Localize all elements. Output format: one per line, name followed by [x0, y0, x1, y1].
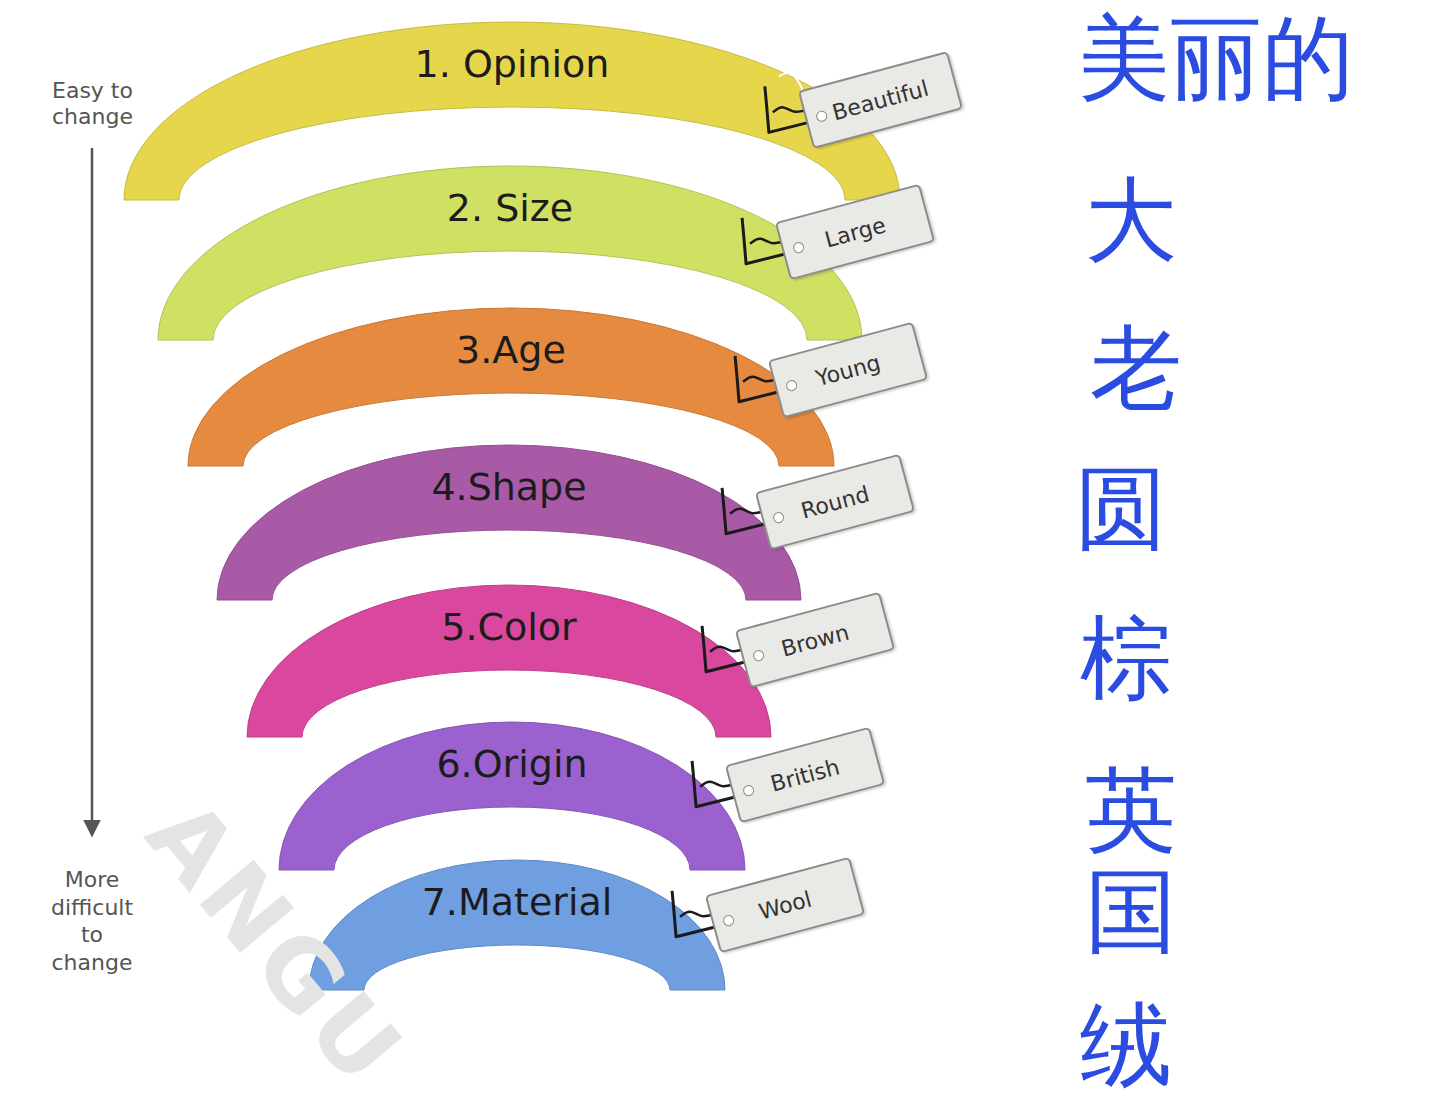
handwritten-note: 英国 — [1085, 760, 1177, 962]
scale-label: More difficult to change — [44, 866, 140, 976]
example-word: Round — [798, 481, 872, 523]
label-box: More difficult to change — [44, 866, 140, 976]
category-label: 4.Shape — [217, 465, 801, 511]
scale-label: Easy to change — [40, 78, 145, 131]
tag-hole — [772, 511, 785, 524]
string-highlight — [749, 342, 775, 365]
band-fill — [217, 445, 801, 600]
handwritten-note: 大 — [1085, 170, 1177, 271]
color-band: 6.OriginBritish — [279, 722, 745, 870]
word-tag: Round — [755, 454, 915, 551]
tag-hole — [785, 379, 798, 392]
band-fill — [188, 308, 834, 466]
example-word: Wool — [756, 886, 814, 924]
label-box: 美丽的 — [1078, 8, 1354, 109]
string-highlight — [706, 747, 732, 770]
label-box: 英国 — [1085, 760, 1177, 962]
category-label: 2. Size — [158, 186, 862, 232]
word-tag: Brown — [735, 592, 895, 689]
example-word: Brown — [778, 619, 851, 661]
handwritten-note: 老 — [1090, 318, 1182, 419]
string-highlight — [779, 73, 805, 96]
color-band: 5.ColorBrown — [247, 585, 771, 737]
label-box: 大 — [1085, 170, 1177, 271]
tag-hole — [815, 109, 828, 122]
tag-string — [743, 377, 789, 384]
handwritten-note: 棕 — [1080, 608, 1172, 709]
example-word: Young — [813, 349, 883, 390]
example-word: British — [768, 754, 842, 796]
category-label: 6.Origin — [279, 742, 745, 788]
color-band: 4.ShapeRound — [217, 445, 801, 600]
tag-string — [710, 647, 756, 654]
handwritten-note: 绒 — [1080, 995, 1172, 1096]
tag-string — [773, 107, 819, 114]
category-label: 3.Age — [188, 328, 834, 374]
label-box: 棕 — [1080, 608, 1172, 709]
tag-string — [700, 782, 746, 789]
example-word: Beautiful — [829, 75, 931, 125]
word-tag: Beautiful — [798, 51, 963, 149]
label-box: 圆 — [1075, 458, 1167, 559]
tag-hole — [752, 649, 765, 662]
string-highlight — [756, 204, 782, 227]
handwritten-note: 圆 — [1075, 458, 1167, 559]
word-tag: Large — [775, 184, 935, 281]
arrow-line — [91, 148, 94, 834]
word-tag: Wool — [705, 857, 865, 954]
string-highlight — [736, 474, 762, 497]
tag-hole — [792, 241, 805, 254]
color-band: 7.MaterialWool — [309, 860, 725, 990]
example-word: Large — [822, 212, 888, 252]
string-highlight — [686, 877, 712, 900]
tag-string — [730, 509, 776, 516]
string-highlight — [716, 612, 742, 635]
handwritten-note: 美丽的 — [1078, 8, 1354, 109]
tag-string — [750, 239, 796, 246]
band-fill — [279, 722, 745, 870]
label-box: 绒 — [1080, 995, 1172, 1096]
label-box: Easy to change — [40, 78, 145, 131]
band-fill — [247, 585, 771, 737]
tag-string — [680, 912, 726, 919]
word-tag: British — [725, 727, 885, 824]
category-label: 7.Material — [309, 880, 725, 926]
label-box: 老 — [1090, 318, 1182, 419]
category-label: 1. Opinion — [124, 42, 900, 88]
band-fill — [309, 860, 725, 990]
tag-hole — [722, 914, 735, 927]
category-label: 5.Color — [247, 605, 771, 651]
tag-hole — [742, 784, 755, 797]
